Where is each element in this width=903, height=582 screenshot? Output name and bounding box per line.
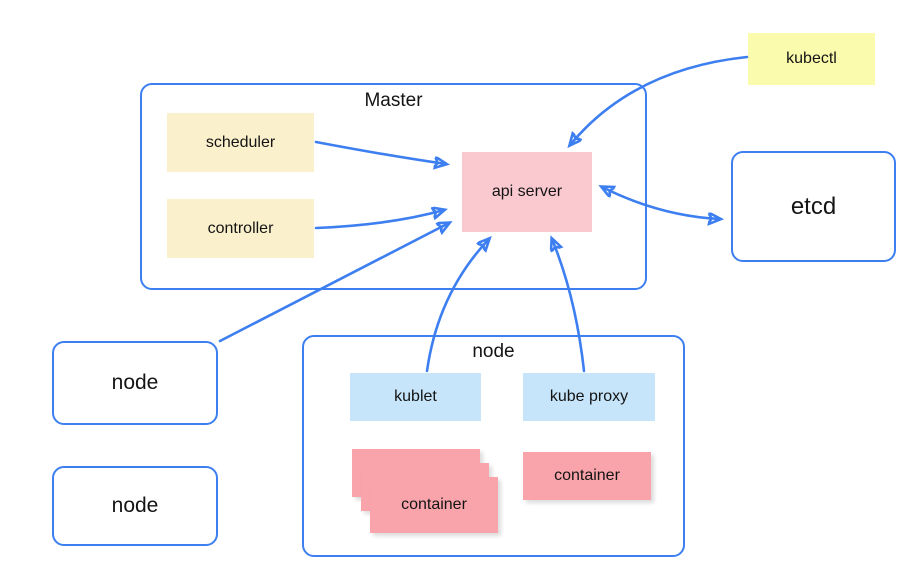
kube-proxy-box: kube proxy (523, 373, 655, 421)
scheduler-box: scheduler (167, 113, 314, 172)
controller-label: controller (207, 219, 274, 237)
etcd-box: etcd (731, 151, 896, 262)
api-server-label: api server (491, 183, 563, 200)
controller-box: controller (167, 199, 314, 258)
worker-node-label: node (472, 341, 515, 362)
etcd-label: etcd (790, 192, 837, 220)
left-node-2-label: node (111, 494, 159, 517)
container-label: container (554, 467, 620, 484)
kublet-box: kublet (350, 373, 481, 421)
master-label: Master (364, 90, 423, 111)
kube-proxy-label: kube proxy (549, 388, 629, 405)
container-stack-front-box: container (370, 477, 498, 533)
kubectl-label: kubectl (786, 50, 837, 67)
container-stack-label: container (401, 496, 467, 513)
kubectl-box: kubectl (748, 33, 875, 85)
left-node-box-1: node (52, 341, 218, 425)
left-node-box-2: node (52, 466, 218, 546)
api-server-box: api server (462, 152, 592, 232)
left-node-1-label: node (111, 371, 159, 394)
kublet-label: kublet (394, 388, 437, 405)
scheduler-label: scheduler (205, 133, 276, 151)
container-box: container (523, 452, 651, 500)
